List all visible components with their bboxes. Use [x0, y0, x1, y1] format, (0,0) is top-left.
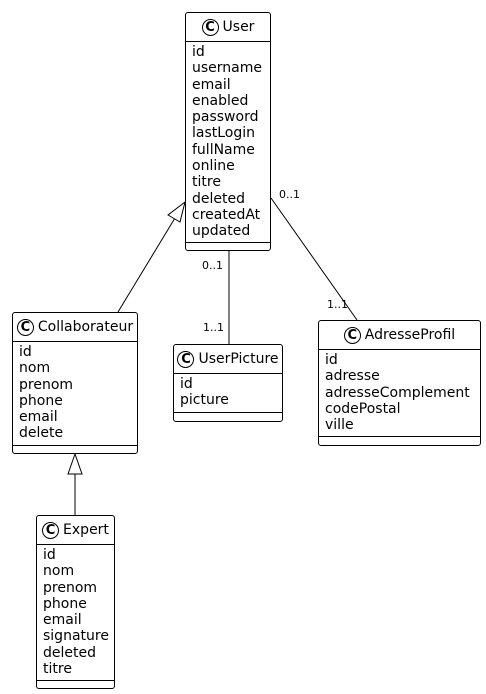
inheritance-arrowhead-user: [167, 200, 186, 223]
attribute: delete: [19, 425, 64, 442]
class-stereotype-icon: C: [16, 318, 34, 336]
attribute: deleted: [192, 190, 245, 207]
class-name: Collaborateur: [37, 319, 134, 335]
multiplicity-user-picture-target: 1..1: [203, 321, 224, 334]
attribute: updated: [192, 223, 251, 240]
attribute: adresse: [325, 368, 380, 385]
attribute: picture: [180, 392, 229, 409]
attribute-list: id nom prenom phone email signature dele…: [37, 545, 114, 677]
class-user: C User id username email enabled passwor…: [185, 12, 271, 251]
attribute: email: [192, 76, 231, 93]
attribute: id: [325, 352, 338, 368]
class-header: C Expert: [37, 516, 114, 545]
attribute: id: [180, 376, 193, 392]
attribute: id: [19, 344, 32, 360]
attribute: titre: [192, 174, 221, 191]
attribute: id: [192, 44, 205, 60]
attribute: fullName: [192, 141, 255, 158]
multiplicity-user-adresse-source: 0..1: [279, 188, 300, 201]
attribute: codePostal: [325, 400, 401, 417]
class-header: C User: [186, 13, 270, 42]
class-header: C AdresseProfil: [319, 321, 480, 350]
attribute-list: id adresse adresseComplement codePostal …: [319, 350, 480, 433]
attribute: email: [43, 612, 82, 629]
attribute: online: [192, 158, 235, 175]
methods-divider: [186, 242, 270, 243]
attribute: enabled: [192, 92, 249, 109]
attribute: prenom: [19, 376, 74, 393]
class-userpicture: C UserPicture id picture: [173, 344, 283, 422]
attribute: email: [19, 409, 58, 426]
methods-divider: [319, 436, 480, 437]
class-name: AdresseProfil: [364, 327, 456, 343]
attribute: ville: [325, 417, 354, 434]
inheritance-arrowhead-collaborateur: [67, 452, 83, 475]
attribute: titre: [43, 661, 72, 678]
class-name: Expert: [63, 522, 109, 538]
attribute: lastLogin: [192, 125, 256, 142]
attribute: createdAt: [192, 206, 261, 223]
class-header: C Collaborateur: [13, 313, 137, 342]
attribute: password: [192, 109, 259, 126]
methods-divider: [37, 680, 114, 681]
attribute-list: id username email enabled password lastL…: [186, 42, 270, 240]
multiplicity-user-adresse-target: 1..1: [327, 298, 348, 311]
association-user-adresseprofil: [270, 197, 358, 321]
attribute: phone: [19, 392, 63, 409]
attribute: signature: [43, 628, 109, 645]
class-collaborateur: C Collaborateur id nom prenom phone emai…: [12, 312, 138, 454]
inheritance-line-collaborateur-user: [117, 217, 176, 313]
methods-divider: [174, 412, 282, 413]
class-stereotype-icon: C: [343, 326, 361, 344]
attribute-list: id picture: [174, 374, 282, 409]
attribute: username: [192, 60, 262, 77]
class-name: UserPicture: [198, 351, 279, 367]
attribute: nom: [19, 360, 51, 377]
attribute-list: id nom prenom phone email delete: [13, 342, 137, 442]
class-expert: C Expert id nom prenom phone email signa…: [36, 515, 115, 689]
attribute: prenom: [43, 579, 98, 596]
attribute: id: [43, 547, 56, 563]
class-adresseprofil: C AdresseProfil id adresse adresseComple…: [318, 320, 481, 446]
multiplicity-user-picture-source: 0..1: [202, 259, 223, 272]
class-stereotype-icon: C: [201, 18, 219, 36]
attribute: deleted: [43, 644, 96, 661]
class-name: User: [222, 19, 255, 35]
attribute: phone: [43, 595, 87, 612]
attribute: adresseComplement: [325, 384, 470, 401]
class-header: C UserPicture: [174, 345, 282, 374]
attribute: nom: [43, 563, 75, 580]
class-stereotype-icon: C: [42, 521, 60, 539]
methods-divider: [13, 445, 137, 446]
class-stereotype-icon: C: [177, 350, 195, 368]
